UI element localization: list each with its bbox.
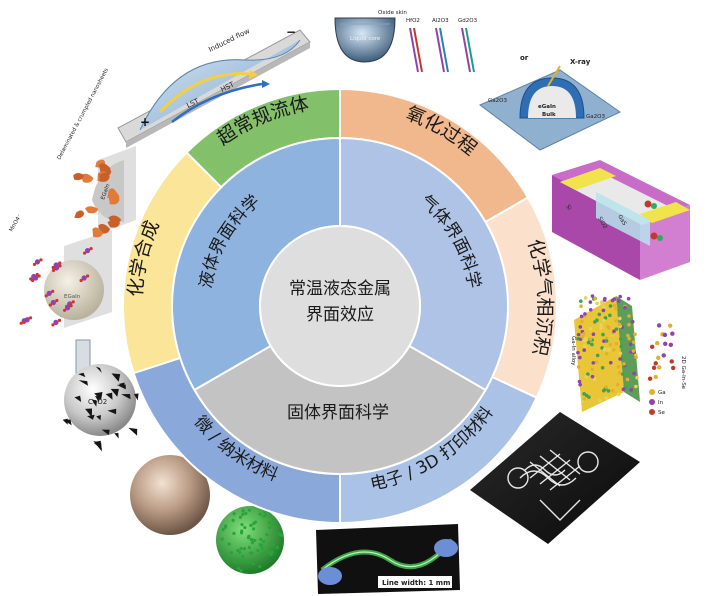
line-width-label: Line width: 1 mm: [382, 579, 450, 587]
mno2-egain-label: EGaIn: [64, 294, 81, 300]
mno2-label: MnO4⁻: [9, 213, 24, 233]
printed-pattern-photo: [470, 412, 640, 544]
flexible-electronics-photo: Line width: 1 mm: [316, 524, 460, 594]
xray-label: X-ray: [570, 58, 591, 66]
sio2-label: SiO2: [596, 216, 608, 230]
hfo2-label: HfO2: [406, 18, 420, 24]
center-title-line1: 常温液态金属: [289, 279, 391, 299]
gas-label: GaS: [616, 214, 627, 227]
ga-legend: Ga: [658, 390, 666, 396]
mno2-illustration: EGaIn MnO4⁻: [9, 213, 112, 328]
induced-flow-label: Induced flow: [207, 27, 251, 54]
minus-sign: −: [286, 25, 296, 39]
delaminated-label: Delaminated & crumpled nanosheets: [56, 67, 110, 161]
ga2o3-label-b: Ga2O3: [586, 114, 605, 120]
gd2o3-label: Gd2O3: [458, 18, 478, 24]
ga2o3-label-a: Ga2O3: [488, 98, 507, 104]
egain-label: eGaIn: [538, 104, 556, 110]
induced-flow-illustration: Induced flow LST HST + −: [117, 25, 311, 148]
in-legend: In: [658, 400, 664, 406]
ceo2-illustration: CeO2: [62, 339, 139, 452]
plus-sign: +: [140, 115, 150, 129]
liquid-core-label: Liquid core: [350, 36, 381, 42]
xray-illustration: or X-ray Ga2O3 Ga2O3 eGaIn Bulk: [479, 54, 621, 151]
bulk-label: Bulk: [542, 112, 556, 118]
nanosheets-illustration: EGaIn Delaminated & crumpled nanosheets: [56, 67, 136, 238]
product-label: 2D Ga-In-Se: [680, 356, 686, 390]
oxide-skin-illustration: Liquid core Oxide skin HfO2 Al2O3 Gd2O3: [334, 10, 478, 73]
si-label: Si: [564, 204, 572, 212]
delaminated-egain-label: EGaIn: [100, 183, 111, 201]
center-title-line2: 界面效应: [306, 305, 374, 325]
cvd-device-illustration: SiO2 Si GaS: [552, 160, 690, 280]
se-legend: Se: [658, 410, 665, 416]
oxide-skin-label: Oxide skin: [378, 10, 407, 16]
or-label: or: [520, 54, 529, 62]
ceo2-label: CeO2: [88, 398, 107, 406]
middle-ring: [171, 136, 509, 475]
alloy-label: Ga-In alloy: [570, 336, 576, 366]
core-circle: [259, 225, 421, 387]
mid-label-solid: 固体界面科学: [287, 403, 389, 423]
bronze-droplet-sphere: [130, 455, 210, 535]
alloy-illustration: Ga-In alloy 2D Ga-In-Se Ga In Se: [570, 294, 686, 416]
al2o3-label: Al2O3: [432, 18, 449, 24]
